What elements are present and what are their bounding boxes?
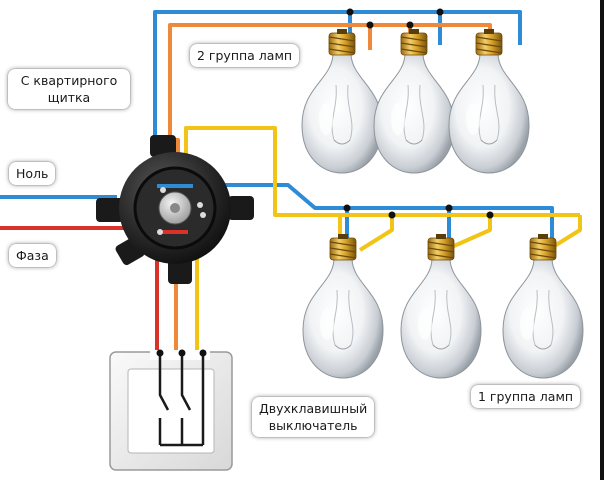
group2-label: 2 группа ламп bbox=[190, 44, 300, 67]
neutral-label: Ноль bbox=[9, 162, 56, 185]
switch-label-line1: Двухклавишный bbox=[259, 401, 368, 416]
phase-label: Фаза bbox=[9, 244, 56, 267]
light-bulb-icon bbox=[502, 233, 584, 379]
window-edge bbox=[600, 0, 604, 480]
group1-label: 1 группа ламп bbox=[471, 385, 581, 408]
light-bulb-icon bbox=[301, 28, 383, 174]
light-bulb-icon bbox=[448, 28, 530, 174]
light-bulb-icon bbox=[400, 233, 482, 379]
junction-box-icon bbox=[96, 135, 254, 284]
panel-label-line1: С квартирного bbox=[20, 73, 118, 88]
panel-label: С квартирного щитка bbox=[8, 69, 130, 109]
switch-label: Двухклавишный выключатель bbox=[252, 397, 375, 437]
double-switch-icon bbox=[109, 349, 233, 471]
switch-label-line2: выключатель bbox=[268, 418, 358, 433]
light-bulb-icon bbox=[302, 233, 384, 379]
light-bulb-icon bbox=[373, 28, 455, 174]
wire-junctions bbox=[343, 8, 494, 219]
panel-label-line2: щитка bbox=[47, 90, 91, 105]
